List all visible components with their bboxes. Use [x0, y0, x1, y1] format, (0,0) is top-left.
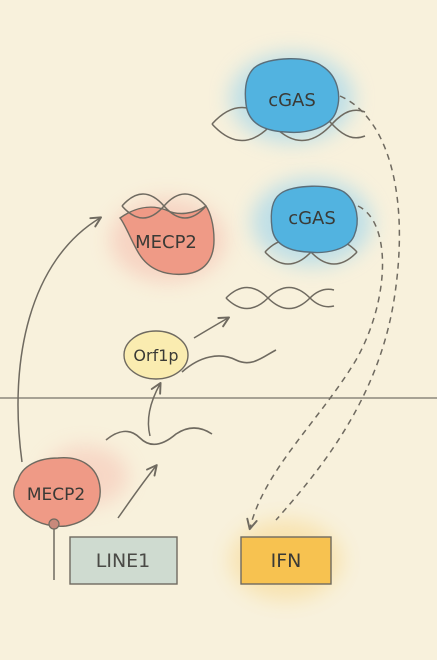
- orf1p-group: Orf1p: [123, 330, 277, 380]
- ifn-label: IFN: [271, 550, 302, 572]
- dna-strand-mecp2-b: [121, 193, 207, 219]
- rna-transcript: [105, 427, 213, 446]
- line1-box: LINE1: [69, 536, 178, 585]
- mecp2-top-label: MECP2: [135, 232, 197, 253]
- cytoplasmic-dna-group: [225, 286, 335, 310]
- line1-rect: [69, 536, 178, 585]
- orf1p-label: Orf1p: [133, 346, 178, 365]
- mecp2-bottom-protein: [13, 457, 101, 527]
- cgas-top-group: cGAS: [211, 53, 366, 143]
- cgas-top-label: cGAS: [268, 90, 316, 111]
- orf1p-protein: [123, 330, 189, 380]
- line1-label: LINE1: [96, 550, 151, 572]
- arrow-cgas-top-to-ifn: [275, 95, 401, 521]
- arrow-mecp2-to-mecp2: [17, 216, 102, 463]
- rna-strand-orf1p: [181, 349, 277, 373]
- mecp2-top-group: MECP2: [110, 193, 226, 282]
- mecp2-bottom-label: MECP2: [27, 485, 85, 505]
- dna-strand-free-b: [225, 286, 335, 310]
- cgas-middle-label: cGAS: [288, 208, 336, 229]
- ifn-box: IFN: [230, 520, 342, 600]
- methyl-cpg-site: [48, 518, 60, 530]
- dna-strand-top-a: [211, 106, 366, 142]
- ifn-rect: [240, 536, 332, 585]
- dna-strand-free-a: [225, 286, 335, 310]
- arrow-orf1p-to-dna: [193, 316, 231, 339]
- arrow-rna-to-orf1p: [147, 381, 162, 437]
- cgas-top-protein: [244, 58, 340, 134]
- cgas-middle-protein: [270, 185, 358, 254]
- mecp2-top-protein: [118, 205, 215, 276]
- arrow-cgas-middle-to-ifn: [246, 205, 384, 531]
- arrow-line1-transcription: [117, 464, 158, 519]
- mecp2-bottom-group: MECP2: [13, 446, 128, 580]
- cgas-middle-group: cGAS: [252, 178, 372, 266]
